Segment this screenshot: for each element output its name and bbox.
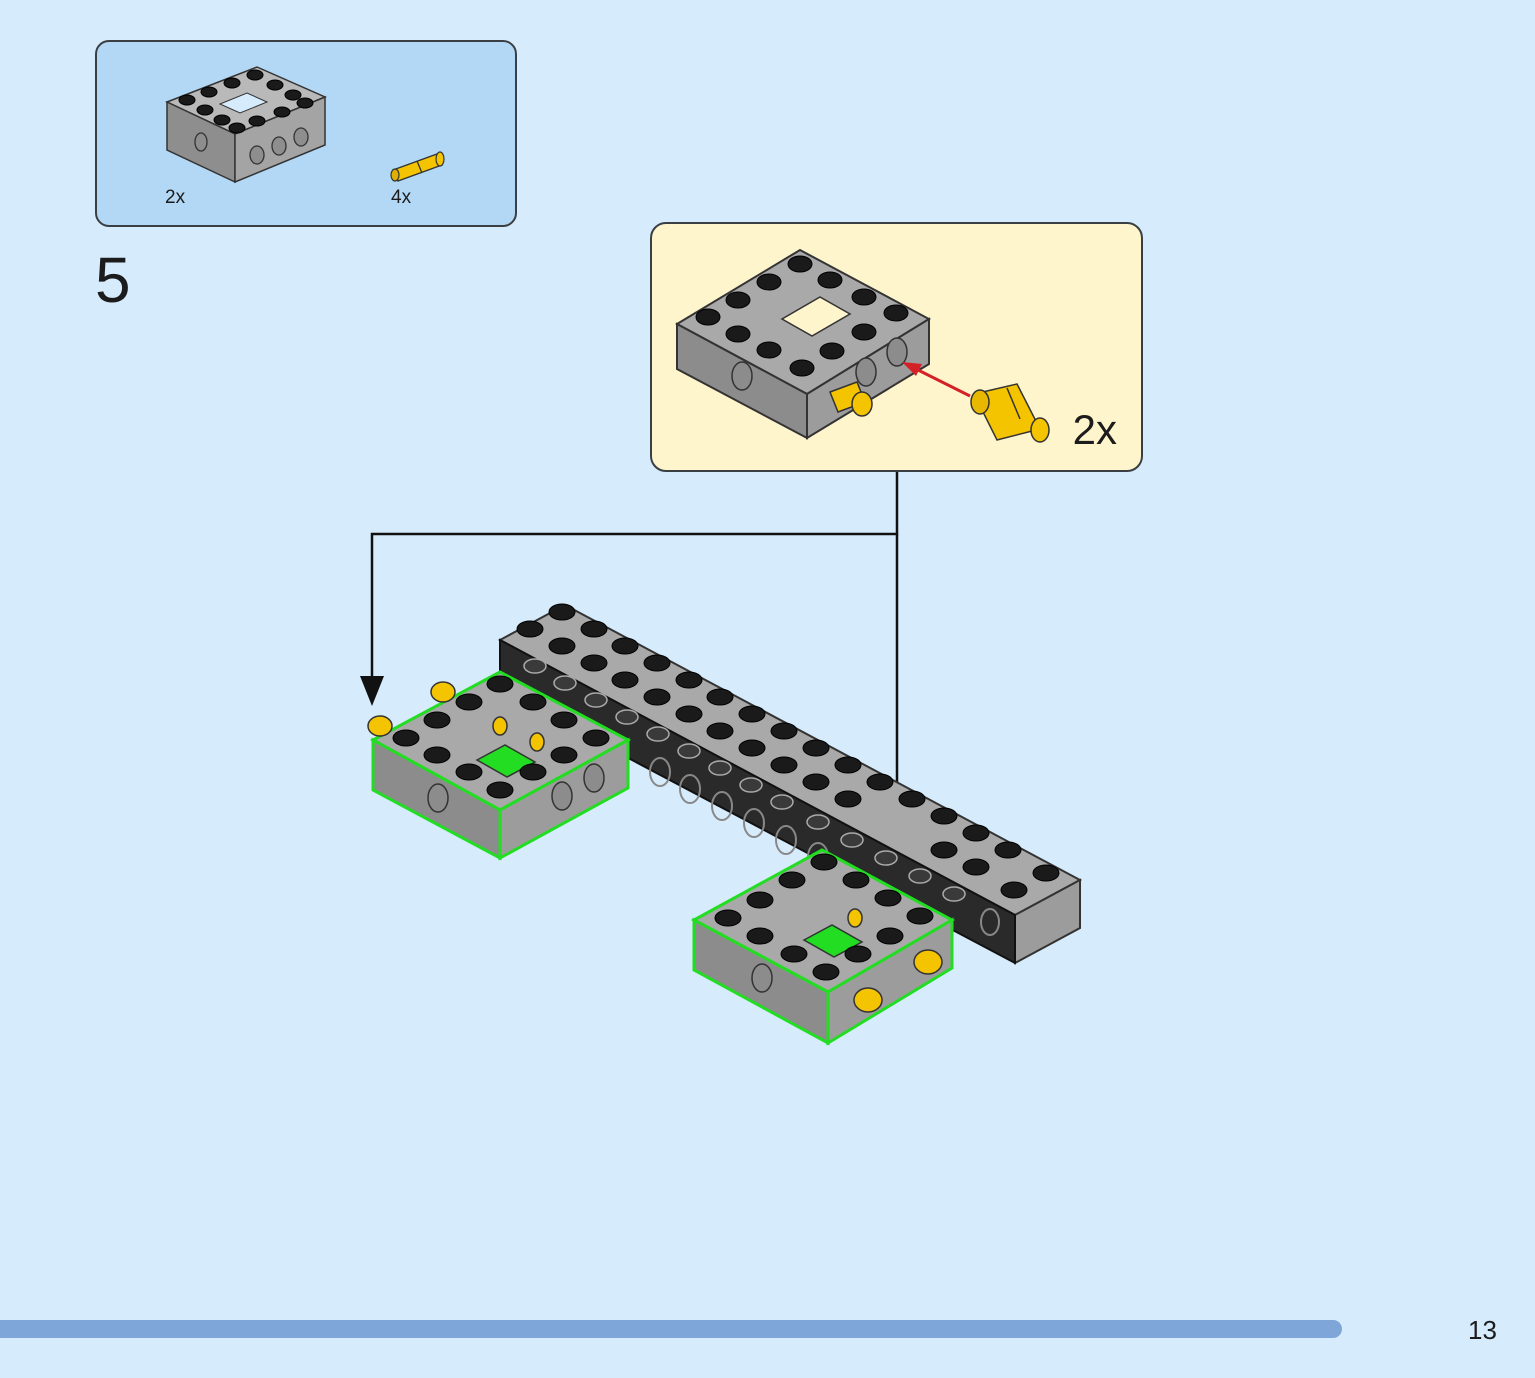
inserted-pin (829, 381, 873, 417)
callout-box: 2x (650, 222, 1143, 472)
callout-frame-brick (674, 248, 932, 440)
long-beam-assembly (497, 603, 1083, 965)
pin-quantity: 4x (391, 187, 412, 208)
loose-pin (970, 383, 1050, 443)
main-assembly-illustration (360, 472, 1083, 1046)
page-progress-fill (0, 1320, 1342, 1338)
page-number: 13 (1468, 1315, 1497, 1345)
step-number: 5 (95, 244, 131, 316)
right-frame-brick (690, 848, 956, 1046)
insert-arrow (902, 362, 971, 398)
left-frame-brick (367, 670, 632, 861)
parts-list-box: 2x 4x (95, 40, 517, 227)
frame-brick-quantity: 2x (165, 187, 186, 208)
page-progress-bar (0, 1320, 1435, 1338)
callout-illustration (674, 248, 1050, 443)
pin-icon (390, 151, 445, 182)
frame-brick-icon (165, 66, 327, 184)
parts-list-illustration (165, 66, 445, 184)
left-arrow-head (360, 676, 384, 706)
callout-quantity: 2x (1072, 406, 1117, 453)
